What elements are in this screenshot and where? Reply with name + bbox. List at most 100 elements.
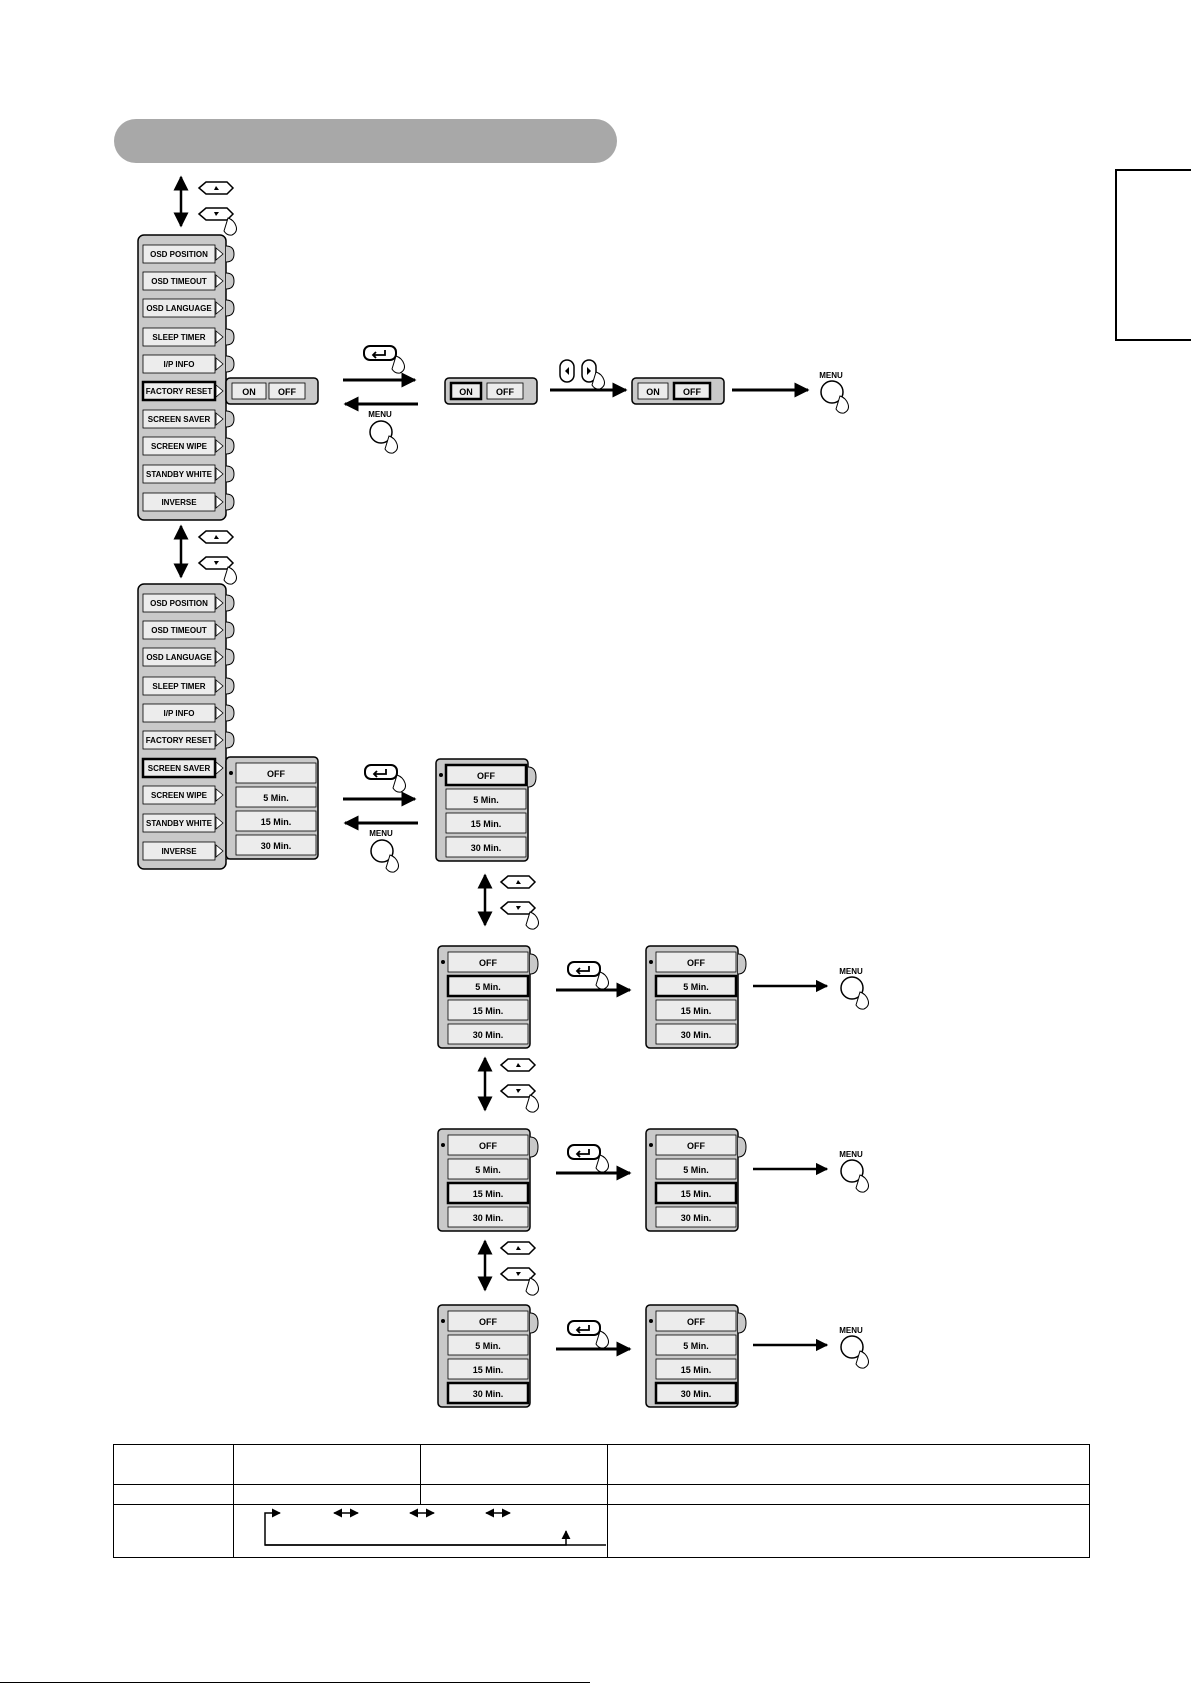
option-label: 30 Min. <box>473 1213 504 1223</box>
screen-saver-option[interactable]: OFF <box>655 1310 737 1332</box>
menu-item-label: STANDBY WHITE <box>146 819 213 828</box>
menu1-item-inverse[interactable]: INVERSE <box>142 492 235 512</box>
screen-saver-option[interactable]: 15 Min. <box>235 810 317 832</box>
screen-saver-option[interactable]: 15 Min. <box>445 812 527 834</box>
screen-saver-option[interactable]: 5 Min. <box>654 974 738 998</box>
menu1-item-osd-position[interactable]: OSD POSITION <box>142 244 235 264</box>
enter-button-icon[interactable] <box>363 345 405 374</box>
svg-text:MENU: MENU <box>819 371 843 380</box>
screen-saver-option[interactable]: OFF <box>444 763 528 787</box>
screen-saver-option[interactable]: 15 Min. <box>447 999 529 1021</box>
menu1-item-i-p-info[interactable]: I/P INFO <box>142 354 235 374</box>
screen-saver-option[interactable]: 15 Min. <box>655 999 737 1021</box>
screen-saver-option[interactable]: 5 Min. <box>447 1158 529 1180</box>
left-right-buttons[interactable] <box>559 359 605 390</box>
screen-saver-option[interactable]: 5 Min. <box>446 974 530 998</box>
menu1-item-osd-timeout[interactable]: OSD TIMEOUT <box>142 271 235 291</box>
option-label: 5 Min. <box>473 795 499 805</box>
osd-menu-panel-1: OSD POSITION OSD TIMEOUT OSD LANGUAGE SLEEP… <box>137 234 235 521</box>
screen-saver-option[interactable]: 30 Min. <box>445 836 527 858</box>
menu1-item-osd-language[interactable]: OSD LANGUAGE <box>142 298 235 318</box>
screen-saver-option[interactable]: 15 Min. <box>447 1358 529 1380</box>
up-down-buttons[interactable] <box>477 1056 539 1113</box>
menu2-item-osd-timeout[interactable]: OSD TIMEOUT <box>142 620 235 640</box>
up-down-buttons[interactable] <box>477 873 539 930</box>
screen-saver-option[interactable]: 5 Min. <box>655 1158 737 1180</box>
menu-button-icon[interactable]: MENU <box>839 967 869 1010</box>
menu1-item-screen-wipe[interactable]: SCREEN WIPE <box>142 436 235 456</box>
screen-saver-option[interactable]: OFF <box>447 1134 529 1156</box>
screen-saver-state-2-select: OFF 5 Min. 15 Min. 30 Min. <box>437 1128 539 1232</box>
option-label: OFF <box>267 769 285 779</box>
svg-text:MENU: MENU <box>839 967 863 976</box>
enter-button-icon[interactable] <box>567 1144 609 1173</box>
screen-saver-option[interactable]: OFF <box>447 1310 529 1332</box>
menu1-item-screen-saver[interactable]: SCREEN SAVER <box>142 409 235 429</box>
screen-saver-option[interactable]: 15 Min. <box>655 1358 737 1380</box>
option-label: OFF <box>479 1317 497 1327</box>
option-label: 30 Min. <box>473 1030 504 1040</box>
menu-item-label: STANDBY WHITE <box>146 470 213 479</box>
up-down-buttons-2[interactable] <box>173 524 237 585</box>
option-label: OFF <box>477 771 495 781</box>
screen-saver-option[interactable]: 5 Min. <box>445 788 527 810</box>
screen-saver-state-1-confirmed: OFF 5 Min. 15 Min. 30 Min. <box>645 945 747 1049</box>
screen-saver-option[interactable]: 30 Min. <box>235 834 317 856</box>
menu-item-label: SCREEN SAVER <box>148 764 211 773</box>
menu2-item-sleep-timer[interactable]: SLEEP TIMER <box>142 676 235 696</box>
screen-saver-option[interactable]: OFF <box>655 951 737 973</box>
screen-saver-option[interactable]: 15 Min. <box>446 1181 530 1205</box>
menu2-item-i-p-info[interactable]: I/P INFO <box>142 703 235 723</box>
option-label: 5 Min. <box>475 1165 501 1175</box>
menu2-item-osd-position[interactable]: OSD POSITION <box>142 593 235 613</box>
enter-button-icon[interactable] <box>364 764 406 793</box>
enter-button-icon[interactable] <box>567 961 609 990</box>
option-label: OFF <box>687 1317 705 1327</box>
screen-saver-option[interactable]: 30 Min. <box>447 1023 529 1045</box>
screen-saver-option[interactable]: 15 Min. <box>654 1181 738 1205</box>
screen-saver-option[interactable]: 30 Min. <box>447 1206 529 1228</box>
enter-button-icon[interactable] <box>567 1320 609 1349</box>
menu-button-icon[interactable]: MENU <box>369 829 399 873</box>
fr-state3-on-label: ON <box>646 387 660 397</box>
spec-table <box>113 1444 1090 1558</box>
menu-button-icon[interactable]: MENU <box>368 410 398 454</box>
screen-saver-option[interactable]: 5 Min. <box>235 786 317 808</box>
screen-saver-option[interactable]: 5 Min. <box>655 1334 737 1356</box>
menu-button-icon[interactable]: MENU <box>819 371 849 414</box>
menu-item-label: INVERSE <box>161 847 197 856</box>
svg-text:MENU: MENU <box>368 410 392 419</box>
screen-saver-option[interactable]: 30 Min. <box>655 1206 737 1228</box>
screen-saver-option[interactable]: OFF <box>447 951 529 973</box>
menu1-item-standby-white[interactable]: STANDBY WHITE <box>142 464 235 484</box>
menu-item-label: OSD LANGUAGE <box>146 304 212 313</box>
screen-saver-option[interactable]: 30 Min. <box>655 1023 737 1045</box>
option-label: 30 Min. <box>681 1389 712 1399</box>
screen-saver-option[interactable]: 30 Min. <box>446 1381 530 1405</box>
fr-state3-off-label: OFF <box>683 387 701 397</box>
option-label: 15 Min. <box>681 1189 712 1199</box>
screen-saver-state-3-select: OFF 5 Min.15 Min.30 Min. <box>437 1304 539 1408</box>
menu2-item-osd-language[interactable]: OSD LANGUAGE <box>142 647 235 667</box>
menu1-item-sleep-timer[interactable]: SLEEP TIMER <box>142 327 235 347</box>
menu-button-icon[interactable]: MENU <box>839 1150 869 1193</box>
menu-button-icon[interactable]: MENU <box>839 1326 869 1369</box>
svg-text:MENU: MENU <box>839 1150 863 1159</box>
menu-item-label: SCREEN WIPE <box>151 791 208 800</box>
menu2-item-factory-reset[interactable]: FACTORY RESET <box>142 730 235 750</box>
screen-saver-option[interactable]: 30 Min. <box>654 1381 738 1405</box>
screen-saver-option[interactable]: 5 Min. <box>447 1334 529 1356</box>
fr-sub-off-label: OFF <box>278 387 296 397</box>
screen-saver-option[interactable]: OFF <box>235 762 317 784</box>
menu-item-label: OSD TIMEOUT <box>151 277 207 286</box>
option-label: 5 Min. <box>263 793 289 803</box>
option-label: 15 Min. <box>473 1006 504 1016</box>
screen-saver-option[interactable]: OFF <box>655 1134 737 1156</box>
screen-saver-state-3-confirmed: OFF 5 Min.15 Min. 30 Min. <box>645 1304 747 1408</box>
option-label: 30 Min. <box>471 843 502 853</box>
up-down-buttons-1[interactable] <box>173 175 237 236</box>
up-down-buttons[interactable] <box>477 1239 539 1296</box>
option-label: 15 Min. <box>681 1006 712 1016</box>
option-label: 5 Min. <box>683 982 709 992</box>
